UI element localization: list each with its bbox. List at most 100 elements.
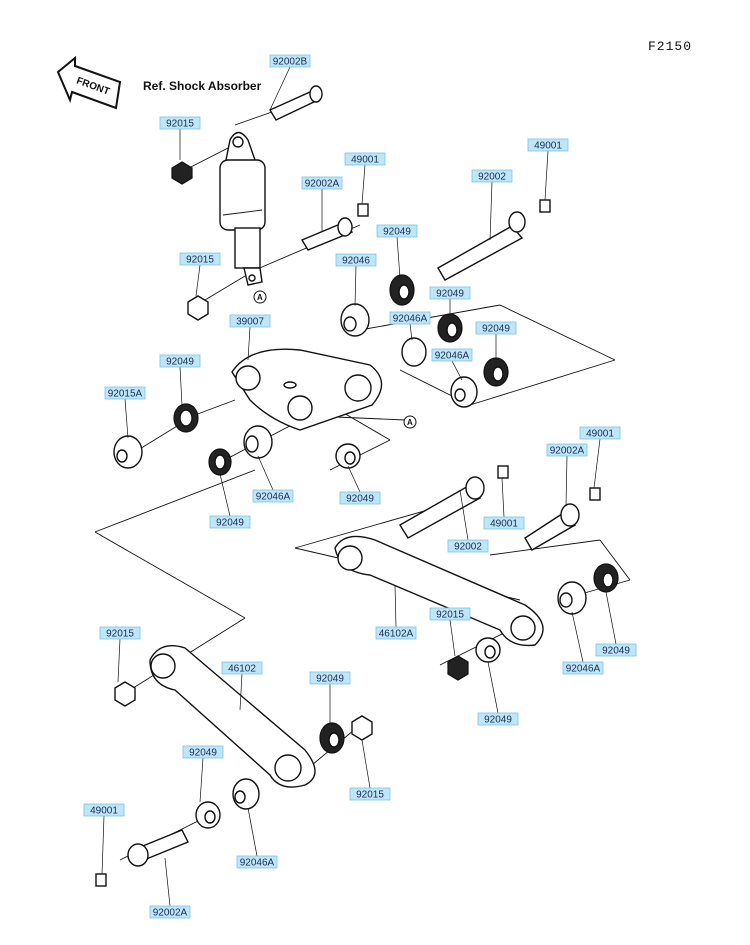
part-number-box xyxy=(483,516,525,530)
part-number-box xyxy=(252,489,294,503)
part-number-box xyxy=(431,348,473,362)
collar-92015a xyxy=(113,435,143,469)
part-number-label: 92049 xyxy=(376,224,418,279)
part-number-text: 92049 xyxy=(189,748,217,759)
leader-line xyxy=(117,638,121,683)
leader-line xyxy=(593,438,601,489)
part-number-text: 92049 xyxy=(346,494,374,505)
part-number-label: 92015 xyxy=(349,739,391,801)
leader-line xyxy=(195,264,201,297)
leader-line xyxy=(164,857,171,907)
part-number-text: 92049 xyxy=(316,674,344,685)
grease-nipple-1 xyxy=(357,203,369,217)
part-number-label: 92049 xyxy=(595,591,637,657)
seal-92049-lower-center xyxy=(319,722,345,754)
part-number-box xyxy=(471,169,513,183)
part-number-box xyxy=(376,224,418,238)
part-number-label: 92049 xyxy=(475,321,517,360)
bolt-92002-right xyxy=(399,476,485,539)
part-number-text: 49001 xyxy=(586,429,614,440)
part-number-box xyxy=(104,386,146,400)
part-number-text: 92015A xyxy=(108,389,143,400)
leader-line xyxy=(247,326,251,361)
leader-line xyxy=(219,473,231,517)
link-arm-46102a xyxy=(334,535,544,647)
part-number-text: 46102 xyxy=(228,664,256,675)
part-labels: 92002B92015920154900192002A9204992046490… xyxy=(83,54,637,919)
link-arm-46102 xyxy=(149,645,316,788)
nut-92015-mid xyxy=(187,295,209,321)
part-number-text: 92049 xyxy=(436,289,464,300)
leader-line xyxy=(124,398,129,439)
part-number-label: 46102 xyxy=(221,661,263,711)
part-number-text: 49001 xyxy=(534,141,562,152)
leader-line xyxy=(565,455,568,507)
part-number-text: 49001 xyxy=(490,519,518,530)
part-number-box xyxy=(579,426,621,440)
seal-92049-lower-left xyxy=(195,801,221,829)
nut-92015-top xyxy=(171,161,193,185)
part-number-text: 49001 xyxy=(351,155,379,166)
bushing-92046a-lower xyxy=(232,778,260,810)
part-number-label: 92015 xyxy=(179,252,221,297)
part-number-box xyxy=(546,443,588,457)
part-number-label: 92049 xyxy=(209,473,251,529)
part-number-box xyxy=(475,321,517,335)
part-number-text: 92015 xyxy=(166,119,194,130)
part-number-box xyxy=(389,311,431,325)
marker-a-rocker-label: A xyxy=(407,418,413,427)
part-number-label: 92002A xyxy=(546,443,588,507)
shock-absorber xyxy=(219,131,266,286)
part-number-label: 92002 xyxy=(471,169,513,241)
part-number-label: 92049 xyxy=(182,745,224,803)
part-number-text: 92015 xyxy=(356,790,384,801)
part-number-text: 92002B xyxy=(273,57,308,68)
part-number-box xyxy=(335,253,377,267)
part-number-box xyxy=(179,252,221,266)
part-number-box xyxy=(236,855,278,869)
part-number-label: 92046A xyxy=(431,348,473,381)
part-number-box xyxy=(309,671,351,685)
part-number-text: 46102A xyxy=(379,629,414,640)
leader-line xyxy=(101,815,105,875)
part-number-label: 49001 xyxy=(83,803,125,875)
part-number-label: 49001 xyxy=(579,426,621,489)
leader-line xyxy=(247,807,258,857)
marker-a-top: A xyxy=(253,290,267,304)
leader-line xyxy=(544,150,549,201)
seal-92049-right-lower xyxy=(475,637,501,663)
seal-92049-right-a xyxy=(437,313,463,343)
part-number-text: 92049 xyxy=(484,715,512,726)
leader-line xyxy=(354,265,357,307)
part-number-text: 92046A xyxy=(240,858,275,869)
seal-92049-lower-left xyxy=(208,448,232,476)
diagram-code: F2150 xyxy=(648,39,692,54)
leader-line xyxy=(409,323,413,341)
leader-line xyxy=(489,181,493,241)
part-number-text: 92049 xyxy=(216,518,244,529)
part-number-box xyxy=(229,314,271,328)
part-number-label: 92049 xyxy=(159,354,201,406)
part-number-box xyxy=(344,152,386,166)
part-number-label: 92049 xyxy=(429,286,471,316)
part-number-text: 92046A xyxy=(256,492,291,503)
part-number-text: 92046 xyxy=(342,256,370,267)
part-number-text: 92002A xyxy=(305,179,340,190)
part-number-box xyxy=(159,116,201,130)
grease-nipple-4 xyxy=(589,487,601,501)
leader-line xyxy=(396,236,401,279)
seal-92049-far-right xyxy=(593,563,619,593)
part-number-text: 92049 xyxy=(482,324,510,335)
reference-note: Ref. Shock Absorber xyxy=(143,79,262,93)
part-number-box xyxy=(209,515,251,529)
part-number-label: 92015 xyxy=(99,626,141,683)
part-number-text: 92046A xyxy=(435,351,470,362)
part-number-text: 92046A xyxy=(566,664,601,675)
part-number-text: 92046A xyxy=(393,314,428,325)
bushing-92046a-upper xyxy=(401,337,427,367)
nut-92015-left-lower xyxy=(114,681,136,707)
part-number-box xyxy=(429,607,471,621)
part-number-label: 92046A xyxy=(236,807,278,869)
nut-92015-right xyxy=(447,655,469,681)
